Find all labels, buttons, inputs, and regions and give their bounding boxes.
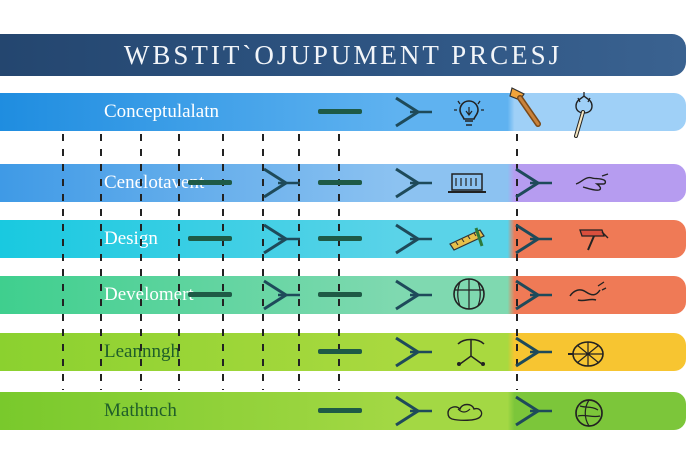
stage-label: Develomert xyxy=(104,284,194,305)
flow-chevron xyxy=(392,223,436,255)
flow-dash xyxy=(188,292,232,298)
dashed-connector xyxy=(100,134,102,390)
paintbrush-icon xyxy=(506,84,546,134)
flow-chevron xyxy=(512,223,556,255)
dashed-connector xyxy=(516,134,518,390)
flow-chevron xyxy=(512,336,556,368)
lightbulb-icon xyxy=(452,97,486,131)
dashed-connector xyxy=(140,134,142,390)
flow-dash xyxy=(318,109,362,115)
flow-dash xyxy=(318,236,362,242)
barrel-icon xyxy=(450,276,488,312)
flow-dash xyxy=(318,292,362,298)
flow-chevron xyxy=(512,395,556,427)
stand-icon xyxy=(450,334,492,368)
stage-label: Conceptulalatn xyxy=(104,101,220,122)
title-banner: WBSTIT`OJUPUMENT PRCESJ xyxy=(0,34,686,76)
stage-label: Design xyxy=(104,228,158,249)
paint-roller-icon xyxy=(572,224,612,254)
laptop-icon xyxy=(446,170,488,198)
stage-label: Mathtnch xyxy=(104,400,177,421)
flow-chevron xyxy=(392,336,436,368)
stage-band: Conceptulalatn xyxy=(0,93,686,131)
flow-chevron xyxy=(512,279,556,311)
swirl-icon xyxy=(566,280,610,306)
flow-dash xyxy=(318,408,362,414)
dashed-connector xyxy=(62,134,64,390)
flow-dash xyxy=(318,349,362,355)
dashed-connector xyxy=(262,134,264,390)
dashed-connector xyxy=(222,134,224,390)
ruler-icon xyxy=(446,224,488,252)
hand-icon xyxy=(572,170,612,196)
flow-dash xyxy=(188,236,232,242)
diagram-title: WBSTIT`OJUPUMENT PRCESJ xyxy=(123,39,563,70)
flow-chevron xyxy=(392,395,436,427)
stage-band: Design xyxy=(0,220,686,258)
dashed-connector xyxy=(338,134,340,390)
flow-chevron xyxy=(260,223,304,255)
cloud-scribble-icon xyxy=(442,395,492,425)
flow-chevron xyxy=(260,167,304,199)
dashed-connector xyxy=(178,134,180,390)
flow-chevron xyxy=(392,279,436,311)
flow-chevron xyxy=(512,167,556,199)
dashed-connector xyxy=(298,134,300,390)
flow-dash xyxy=(188,180,232,186)
wheel-icon xyxy=(566,336,608,370)
flow-dash xyxy=(318,180,362,186)
flow-chevron xyxy=(260,279,304,311)
flow-chevron xyxy=(392,167,436,199)
flow-chevron xyxy=(392,96,436,128)
globe-icon xyxy=(572,396,606,430)
torch-icon xyxy=(566,90,602,142)
